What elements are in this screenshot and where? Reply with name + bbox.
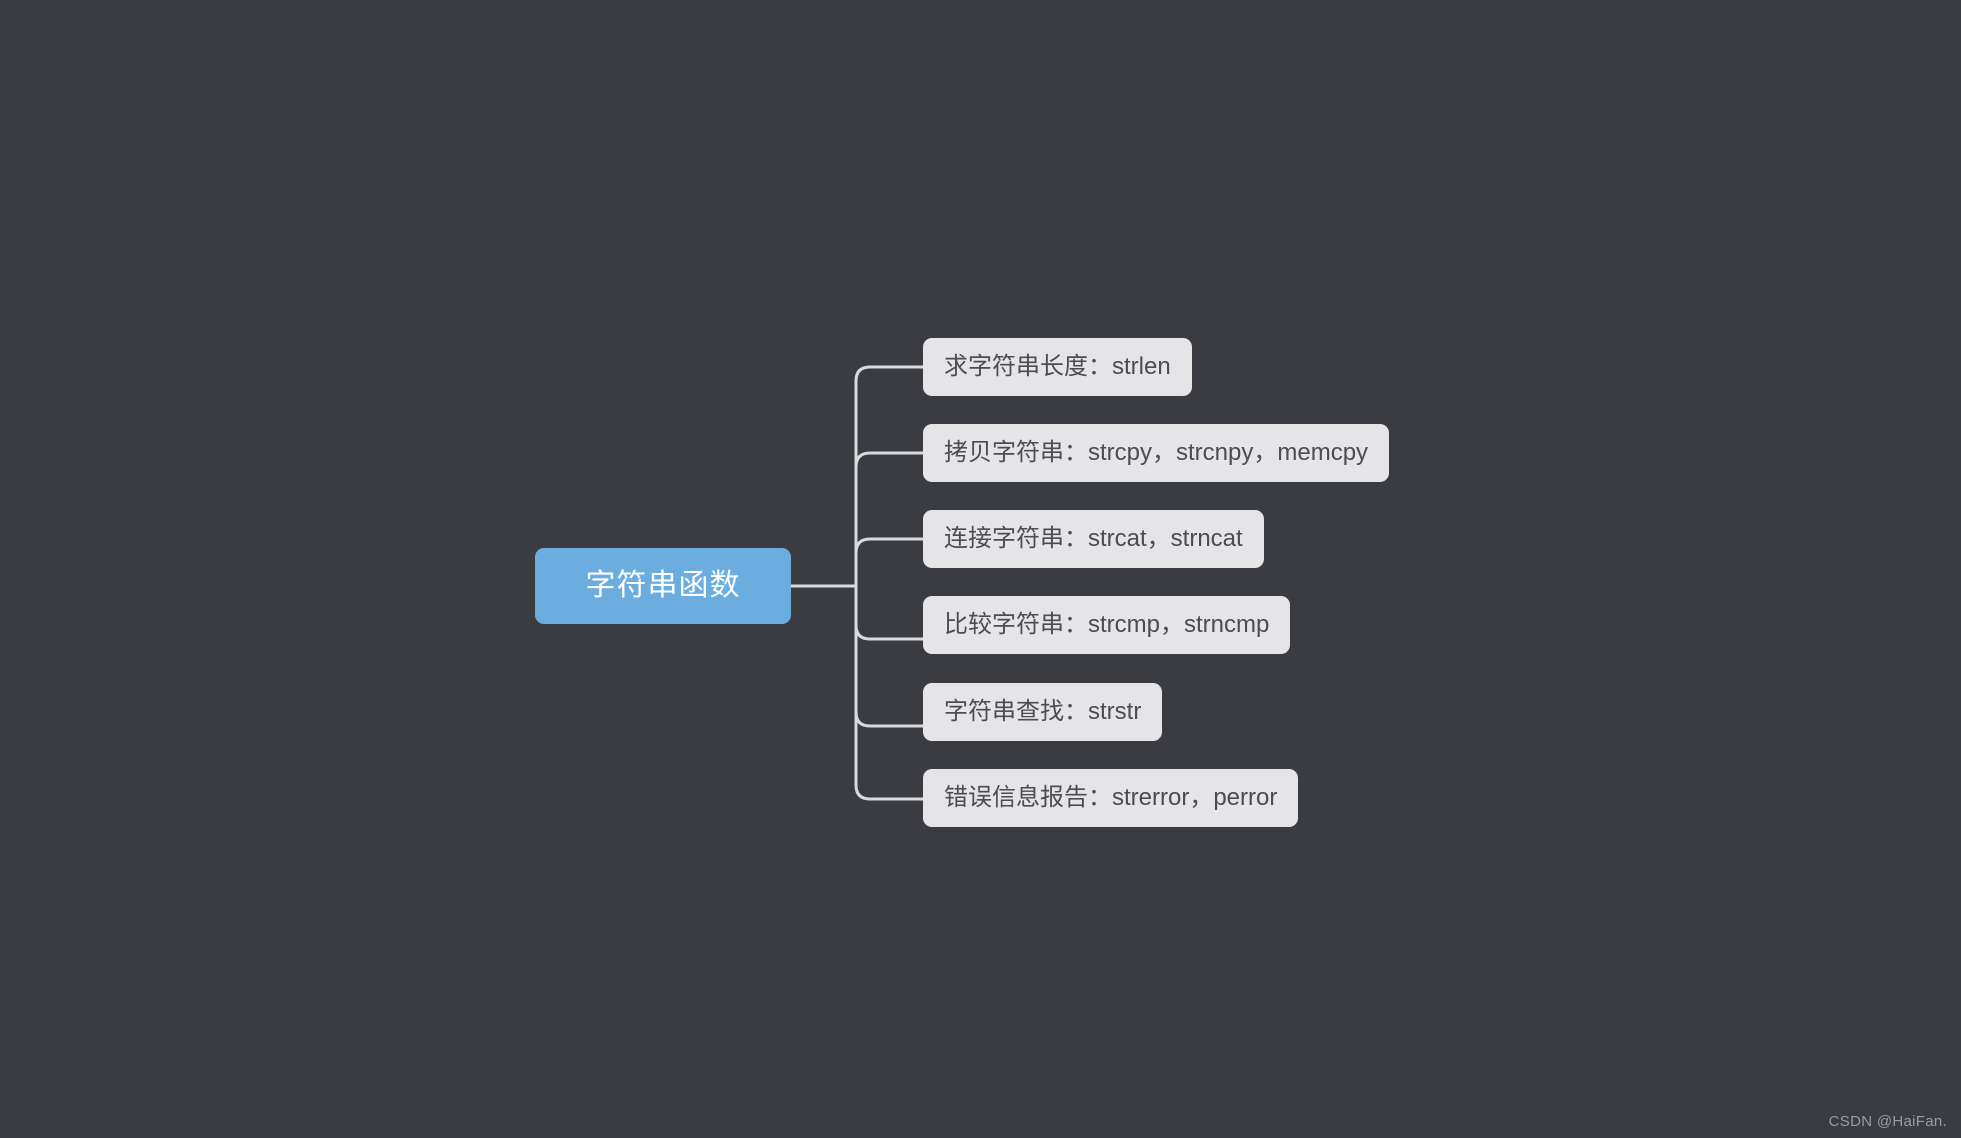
child-node-label: 错误信息报告：strerror，perror bbox=[944, 784, 1278, 811]
connector-child-4 bbox=[854, 624, 923, 641]
child-node-label: 求字符串长度：strlen bbox=[944, 353, 1171, 380]
connector-child-3 bbox=[854, 537, 923, 554]
child-node-error-report[interactable]: 错误信息报告：strerror，perror bbox=[923, 769, 1299, 827]
connector-child-6 bbox=[854, 784, 923, 801]
child-node-strlen[interactable]: 求字符串长度：strlen bbox=[923, 338, 1192, 396]
child-node-label: 拷贝字符串：strcpy，strcnpy，memcpy bbox=[944, 439, 1369, 466]
root-node-label: 字符串函数 bbox=[585, 569, 741, 602]
root-node[interactable]: 字符串函数 bbox=[535, 548, 791, 624]
child-node-label: 比较字符串：strcmp，strncmp bbox=[944, 611, 1270, 638]
child-node-search[interactable]: 字符串查找：strstr bbox=[923, 683, 1163, 741]
child-node-copy[interactable]: 拷贝字符串：strcpy，strcnpy，memcpy bbox=[923, 424, 1390, 482]
child-node-label: 连接字符串：strcat，strncat bbox=[944, 525, 1243, 552]
child-node-label: 字符串查找：strstr bbox=[944, 698, 1142, 725]
child-node-compare[interactable]: 比较字符串：strcmp，strncmp bbox=[923, 596, 1291, 654]
connector-child-2 bbox=[854, 451, 923, 468]
child-node-concat[interactable]: 连接字符串：strcat，strncat bbox=[923, 510, 1264, 568]
connector-child-1 bbox=[854, 365, 923, 382]
watermark: CSDN @HaiFan. bbox=[1828, 1113, 1947, 1130]
connector-child-5 bbox=[854, 711, 923, 728]
